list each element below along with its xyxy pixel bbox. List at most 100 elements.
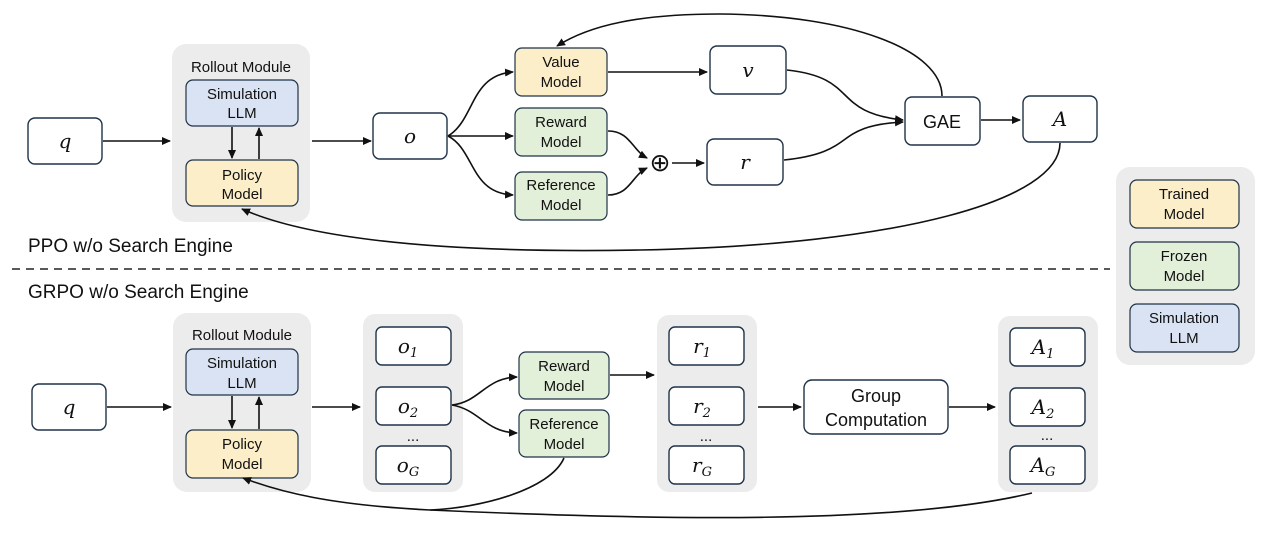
ppo-reward-model-line2: Model [541,134,582,151]
ppo-rollout-title: Rollout Module [191,59,291,76]
ppo-reference-model: Reference Model [514,171,608,221]
grpo-diagram: GRPO w/o Search Engine q Rollout Module … [28,282,1098,519]
ppo-arrow-r-gae [783,118,904,161]
ppo-simulation-llm-line2: LLM [227,105,256,122]
ppo-gae-box: GAE [904,96,981,146]
grpo-rollout-title: Rollout Module [192,327,292,344]
grpo-simulation-llm-line1: Simulation [207,355,277,372]
ppo-reference-model-line1: Reference [526,177,595,194]
ppo-output-box: o [372,112,448,160]
svg-text:r1: r1 [693,334,711,361]
grpo-reward-2: r2 [668,386,745,426]
ppo-arrow-gae-value [556,13,943,97]
grpo-output-1-sub: 1 [410,346,418,361]
svg-text:AG: AG [1029,453,1056,480]
ppo-arrow-o-reference [447,135,514,199]
grpo-advantage-g-sub: G [1045,465,1055,480]
ppo-simulation-llm: Simulation LLM [185,79,299,127]
legend-simulation-line2: LLM [1169,330,1198,347]
ppo-advantage-label: A [1051,107,1067,131]
grpo-advantage-1: A1 [1009,327,1086,367]
ppo-advantage-box: A [1022,95,1098,143]
grpo-reward-1: r1 [668,326,745,366]
ppo-value-model-line2: Model [541,74,582,91]
legend-trained-line1: Trained [1159,186,1209,203]
ppo-reference-model-line2: Model [541,197,582,214]
ppo-rollout-module: Rollout Module Simulation LLM Policy Mod… [172,44,310,222]
grpo-query-box: q [31,383,107,431]
grpo-advantages-panel: A1 A2 ... AG [998,316,1098,492]
grpo-group-computation: Group Computation [803,379,949,435]
grpo-advantage-1-symbol: A [1030,335,1046,359]
ppo-arrow-v-gae [786,69,904,124]
grpo-output-2-symbol: o [398,394,410,418]
grpo-rollout-module: Rollout Module Simulation LLM Policy Mod… [173,313,311,492]
ppo-section-title: PPO w/o Search Engine [28,236,233,257]
grpo-advantage-g-symbol: A [1029,453,1045,477]
grpo-rewards-panel: r1 r2 ... rG [657,315,757,492]
grpo-reward-1-sub: 1 [703,346,711,361]
legend-frozen-model: Frozen Model [1129,241,1240,291]
grpo-advantage-2-sub: 2 [1045,407,1054,422]
ppo-arrow-a-policy [241,142,1061,252]
grpo-advantage-ellipsis: ... [1041,427,1054,444]
grpo-output-ellipsis: ... [407,428,420,445]
grpo-arrow-o-reward [451,373,518,406]
grpo-group-computation-line2: Computation [825,410,927,430]
grpo-arrow-o-reference [451,404,518,437]
grpo-advantage-1-sub: 1 [1046,347,1054,362]
ppo-simulation-llm-line1: Simulation [207,86,277,103]
grpo-simulation-llm-line2: LLM [227,375,256,392]
ppo-query-box: q [27,117,103,165]
grpo-reward-g-sub: G [702,465,712,480]
grpo-output-g-sub: G [409,465,419,480]
svg-text:o2: o2 [398,394,418,421]
grpo-output-1-symbol: o [398,334,410,358]
ppo-arrow-o-value [447,68,514,137]
grpo-reward-model: Reward Model [518,351,610,400]
grpo-advantage-2-symbol: A [1030,395,1046,419]
ppo-value-box: v [709,45,787,95]
grpo-reference-model-line2: Model [544,436,585,453]
ppo-policy-model: Policy Model [185,159,299,207]
grpo-simulation-llm: Simulation LLM [185,348,299,396]
ppo-output-label: o [404,124,416,148]
grpo-arrow-advantages-policy [242,477,1033,519]
grpo-output-g-symbol: o [397,453,409,477]
ppo-query-label: q [59,129,72,153]
ppo-reward-box: r [706,138,784,186]
legend-simulation-llm: Simulation LLM [1129,303,1240,353]
grpo-section-title: GRPO w/o Search Engine [28,282,249,303]
legend-trained-model: Trained Model [1129,179,1240,229]
grpo-reward-2-sub: 2 [702,406,711,421]
ppo-diagram: q Rollout Module Simulation LLM Policy M… [27,13,1098,257]
grpo-reward-model-line1: Reward [538,358,590,375]
grpo-output-2: o2 [375,386,452,426]
ppo-value-model: Value Model [514,47,608,97]
grpo-reward-model-line2: Model [544,378,585,395]
ppo-reward-model-line1: Reward [535,114,587,131]
svg-text:rG: rG [692,453,712,480]
legend-frozen-line1: Frozen [1161,248,1208,265]
grpo-advantage-2: A2 [1009,387,1086,427]
ppo-value-label: v [742,58,754,82]
ppo-arrow-reference-plus [607,167,648,196]
grpo-output-1: o1 [375,326,452,366]
grpo-reward-g-symbol: r [692,453,703,477]
ppo-gae-label: GAE [923,112,961,132]
ppo-value-model-line1: Value [542,54,579,71]
grpo-reward-2-symbol: r [693,394,704,418]
grpo-outputs-panel: o1 o2 ... oG [363,314,463,492]
legend-simulation-line1: Simulation [1149,310,1219,327]
svg-text:o1: o1 [398,334,418,361]
ppo-policy-model-line2: Model [222,186,263,203]
legend-frozen-line2: Model [1164,268,1205,285]
ppo-plus-icon: ⊕ [650,148,671,177]
svg-text:A2: A2 [1030,395,1055,422]
ppo-arrow-reward-plus [607,130,648,159]
svg-text:A1: A1 [1030,335,1055,362]
svg-text:oG: oG [397,453,419,480]
ppo-policy-model-line1: Policy [222,167,263,184]
svg-text:r2: r2 [693,394,711,421]
